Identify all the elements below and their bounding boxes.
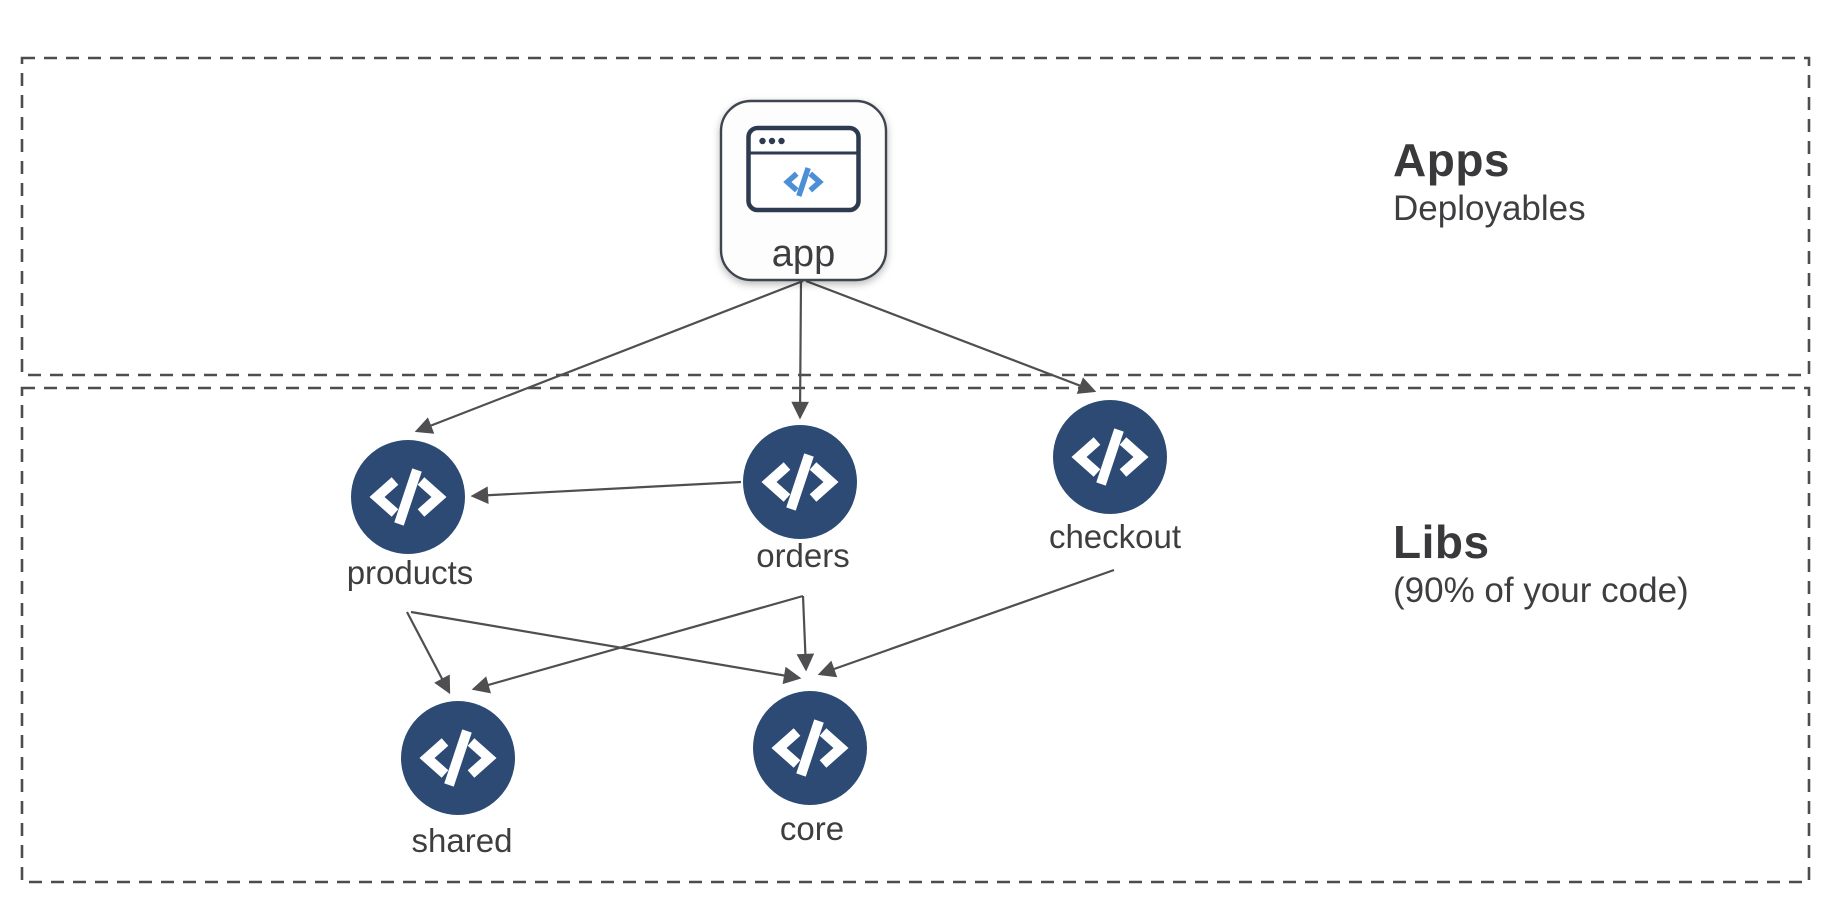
code-icon bbox=[369, 468, 447, 526]
node-app: app bbox=[719, 99, 888, 282]
region-libs-box bbox=[20, 386, 1811, 884]
libs-region-title: Libs bbox=[1393, 516, 1490, 568]
edge-app-orders bbox=[791, 280, 809, 420]
edge-app-checkout bbox=[805, 279, 1097, 394]
edge-orders-core bbox=[796, 595, 815, 672]
code-icon bbox=[761, 453, 839, 511]
node-label-app: app bbox=[772, 233, 835, 275]
region-apps-box bbox=[20, 56, 1811, 377]
apps-region-header: Apps Deployables bbox=[1393, 134, 1586, 232]
edge-products-core bbox=[410, 610, 802, 685]
edge-checkout-core bbox=[817, 568, 1115, 678]
node-label-orders: orders bbox=[756, 537, 850, 574]
node-label-core: core bbox=[780, 810, 844, 847]
edge-app-products bbox=[414, 279, 804, 434]
edge-orders-shared bbox=[471, 594, 804, 694]
node-shared: shared bbox=[401, 701, 515, 859]
code-icon bbox=[783, 167, 824, 197]
code-icon bbox=[771, 719, 849, 777]
node-orders: orders bbox=[743, 425, 857, 574]
libs-region-subtitle: (90% of your code) bbox=[1393, 571, 1689, 611]
code-icon bbox=[419, 729, 497, 787]
code-icon bbox=[1071, 428, 1149, 486]
node-checkout: checkout bbox=[1049, 400, 1181, 555]
apps-region-title: Apps bbox=[1393, 134, 1510, 186]
node-core: core bbox=[753, 691, 867, 847]
node-label-products: products bbox=[347, 554, 474, 591]
edge-products-shared bbox=[406, 611, 451, 695]
browser-window-icon bbox=[746, 125, 861, 213]
node-label-checkout: checkout bbox=[1049, 518, 1181, 555]
node-products: products bbox=[347, 440, 474, 591]
node-label-shared: shared bbox=[412, 822, 513, 859]
apps-region-subtitle: Deployables bbox=[1393, 189, 1586, 229]
libs-region-header: Libs (90% of your code) bbox=[1393, 516, 1689, 614]
edge-orders-products bbox=[470, 480, 742, 504]
